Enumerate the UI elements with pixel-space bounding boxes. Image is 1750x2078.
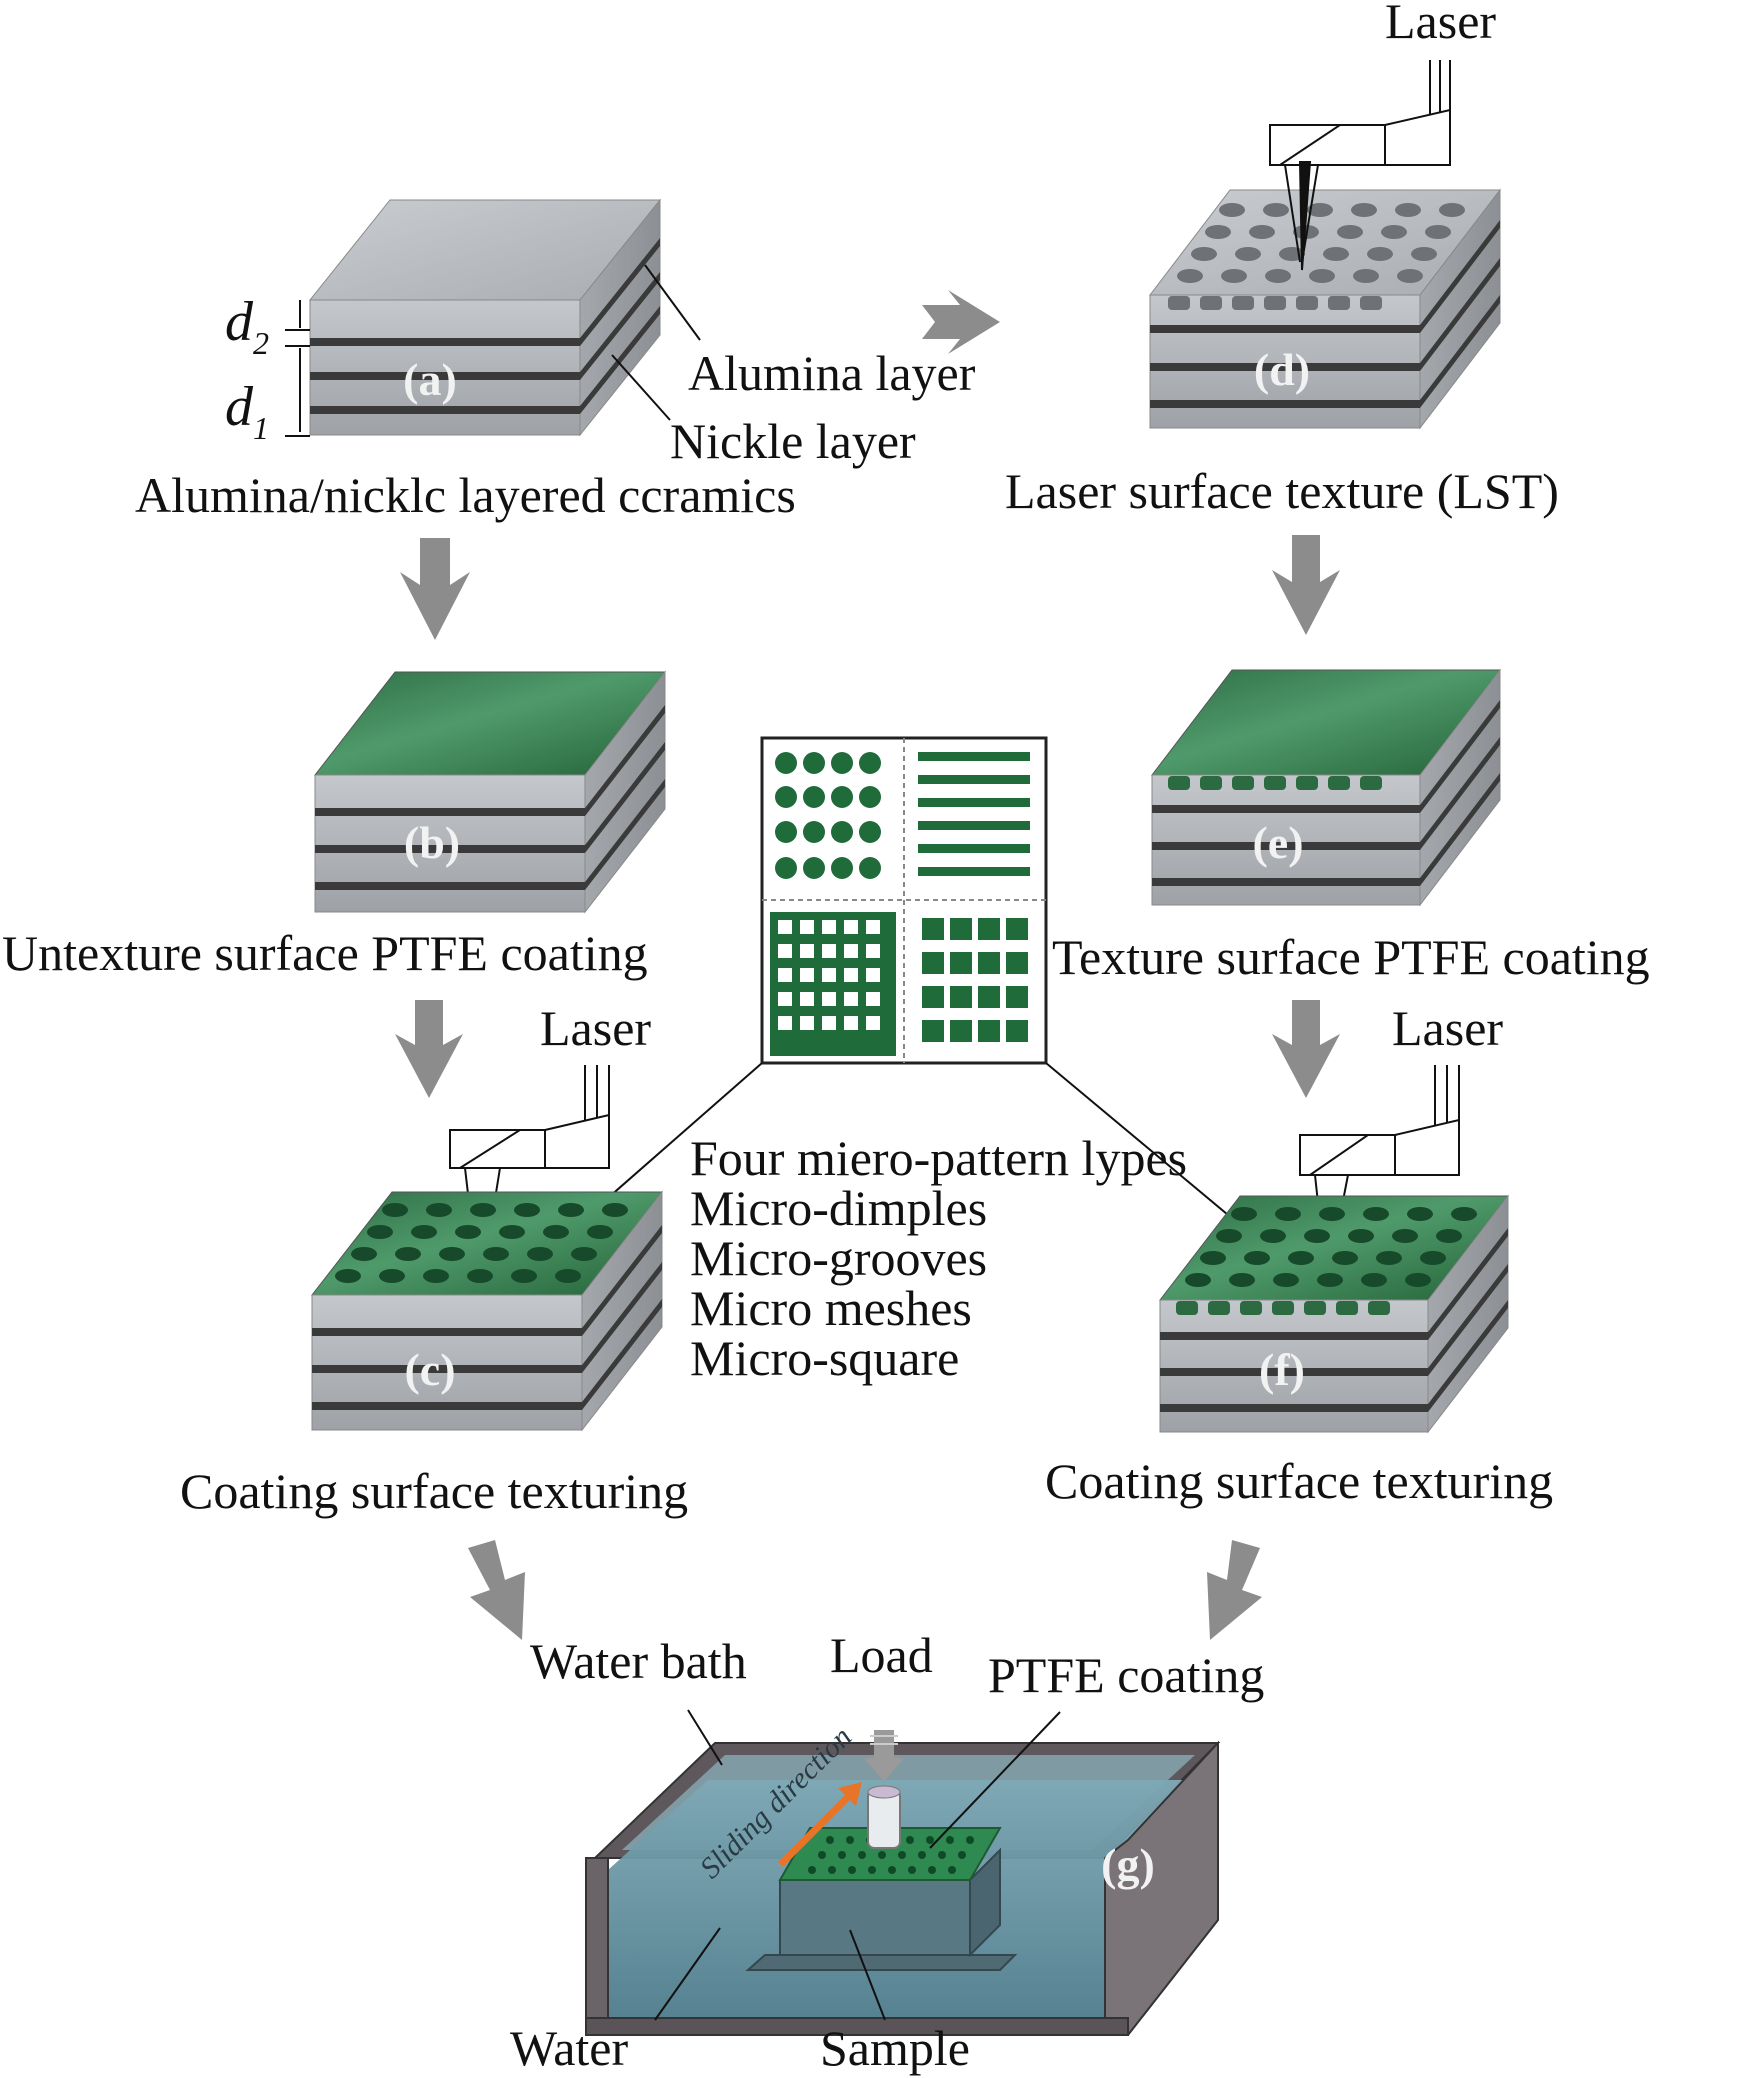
pattern-item-4: Micro-square — [690, 1330, 959, 1386]
tag-c: (c) — [404, 1344, 455, 1395]
tag-b: (b) — [404, 817, 460, 868]
sample-base — [745, 1954, 1018, 1971]
pattern-micro-grooves — [918, 752, 1030, 876]
block-e-filled-dimples — [1168, 776, 1382, 790]
laser-label-c: Laser — [540, 1000, 651, 1056]
load-pin — [867, 1789, 901, 1849]
water-bath-leader — [687, 1709, 723, 1766]
pattern-item-3: Micro meshes — [690, 1280, 972, 1336]
arrow-b-to-c — [395, 1000, 463, 1098]
pattern-inset — [760, 736, 1048, 1065]
block-e: (e) — [1150, 668, 1502, 907]
pattern-micro-square — [922, 918, 1028, 1042]
load-label: Load — [830, 1627, 933, 1683]
block-a: (a) — [308, 198, 662, 437]
pattern-item-2: Micro-grooves — [690, 1230, 987, 1286]
arrow-d-to-e — [1272, 535, 1340, 635]
alumina-leader — [644, 264, 701, 341]
laser-label-top: Laser — [1385, 0, 1496, 49]
laser-optics-c — [449, 1065, 610, 1281]
sliding-direction-arrow — [778, 1782, 862, 1867]
ptfe-coating-label: PTFE coating — [988, 1647, 1264, 1703]
sample-holder-front — [779, 1879, 971, 1956]
caption-c: Coating surface texturing — [180, 1463, 688, 1519]
pattern-micro-dimples — [775, 752, 881, 879]
ptfe-coating-leader — [929, 1711, 1061, 1849]
pattern-heading: Four miero-pattern lypes — [690, 1130, 1187, 1186]
block-c-dimples — [335, 1203, 628, 1283]
caption-a: Alumina/nicklc layered ccramics — [135, 467, 796, 523]
tank-left-wall — [585, 1857, 609, 2036]
caption-d: Laser surface texture (LST) — [1005, 463, 1559, 519]
d2-label: d2 — [225, 291, 269, 361]
sample-holder-side — [969, 1847, 1001, 1958]
caption-b: Untexture surface PTFE coating — [2, 925, 648, 981]
arrow-a-to-d — [922, 290, 1000, 354]
block-d: (d) — [1148, 188, 1502, 430]
d1-label: d1 — [225, 376, 269, 446]
block-d-dimples — [1168, 203, 1465, 310]
nickle-leader — [611, 354, 671, 421]
block-f: (f) — [1158, 1194, 1510, 1434]
pattern-micro-meshes — [770, 912, 896, 1056]
block-b: (b) — [313, 670, 667, 914]
sample-label: Sample — [820, 2020, 970, 2076]
water-leader — [654, 1927, 721, 2021]
block-f-dimples — [1176, 1207, 1477, 1315]
laser-optics-top — [1269, 60, 1451, 271]
block-c: (c) — [310, 1190, 664, 1432]
alumina-layer-label: Alumina layer — [688, 345, 976, 401]
arrow-e-to-f — [1272, 1000, 1340, 1098]
tag-g: (g) — [1101, 1839, 1155, 1890]
tag-f: (f) — [1259, 1344, 1305, 1395]
nickle-layer-label: Nickle layer — [670, 413, 916, 469]
tag-e: (e) — [1252, 817, 1303, 868]
arrow-a-to-b — [400, 538, 470, 640]
arrow-f-to-g — [1207, 1540, 1262, 1640]
water-label: Water — [510, 2020, 628, 2076]
tank-g: Sliding direction (g) — [585, 1720, 1221, 2036]
block-a-side — [579, 198, 661, 437]
pattern-item-1: Micro-dimples — [690, 1180, 987, 1236]
water-bath-label: Water bath — [530, 1633, 747, 1689]
caption-f: Coating surface texturing — [1045, 1453, 1553, 1509]
tank-bottom — [585, 2017, 1129, 2036]
laser-label-f: Laser — [1392, 1000, 1503, 1056]
tag-d: (d) — [1254, 344, 1310, 395]
dimension-marks: d2 d1 — [225, 291, 310, 446]
caption-e: Texture surface PTFE coating — [1052, 929, 1650, 985]
sample-leader — [849, 1929, 886, 2021]
tag-a: (a) — [403, 354, 457, 405]
arrow-c-to-g — [468, 1540, 525, 1640]
